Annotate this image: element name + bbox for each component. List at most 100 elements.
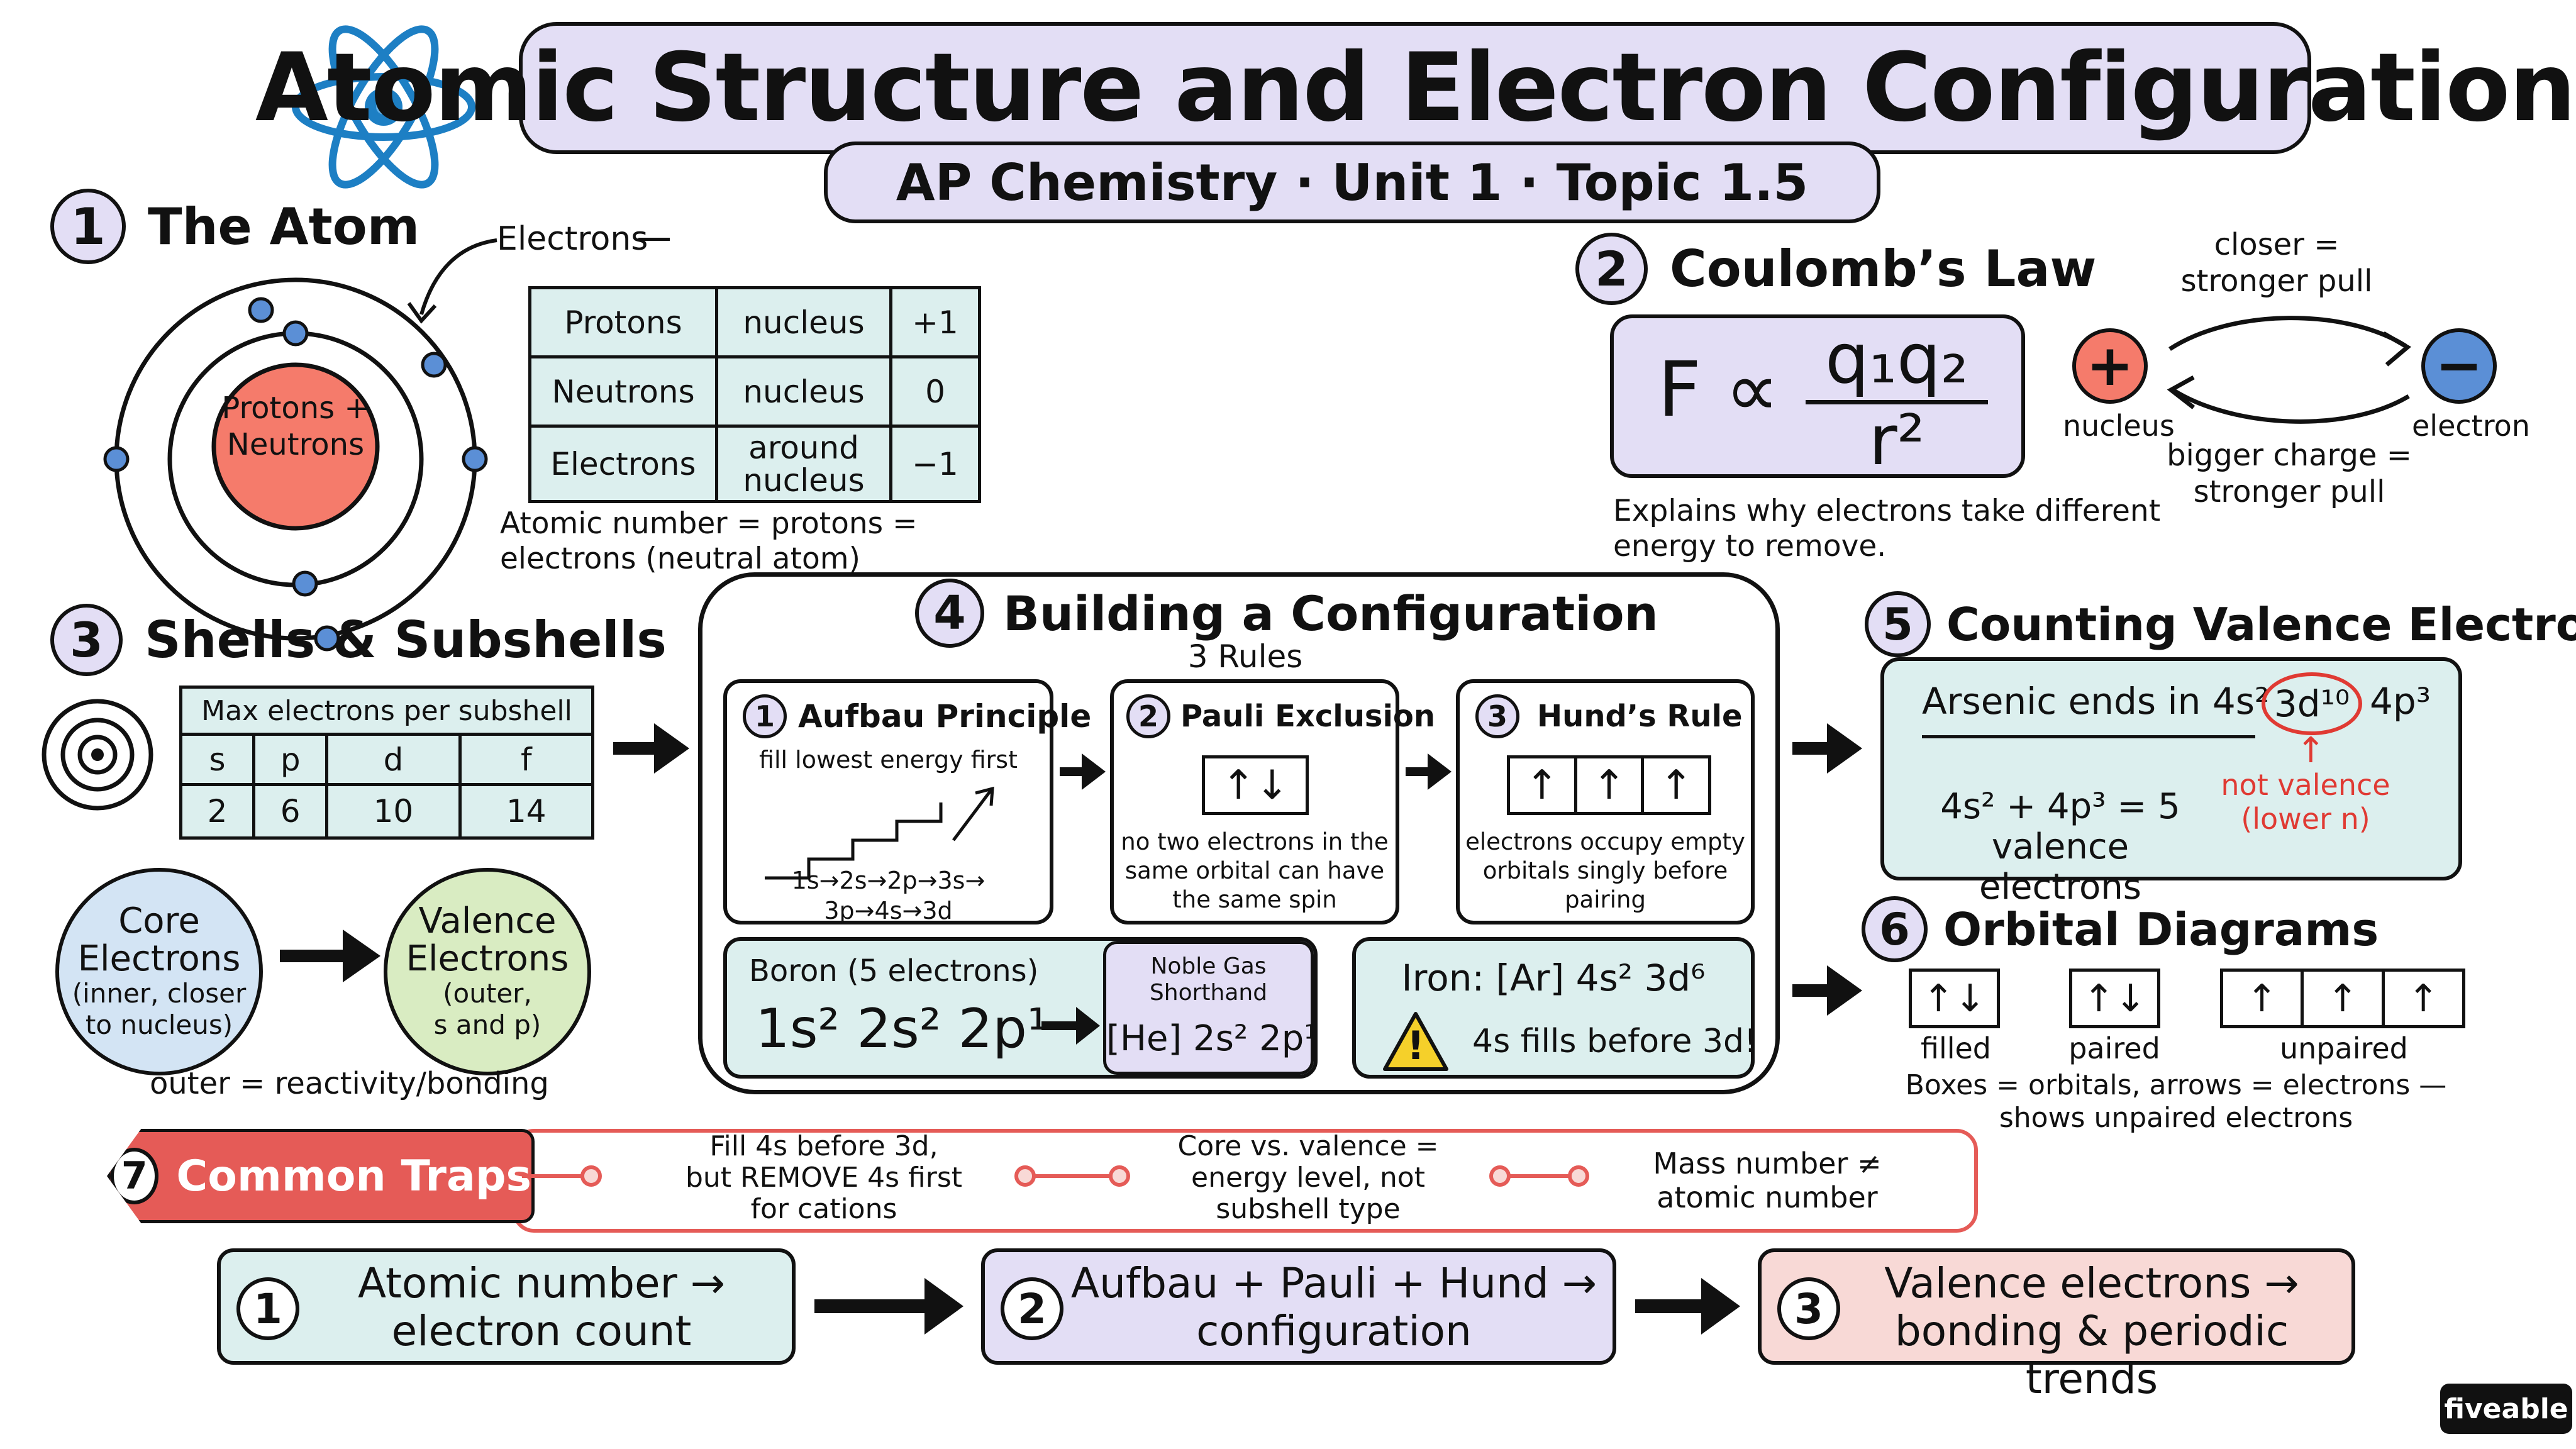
closer-label: closer = — [2214, 227, 2340, 262]
up-arrow: ↑ — [1525, 762, 1559, 809]
brand-logo: fiveable — [2440, 1384, 2572, 1434]
iron-config: Iron: [Ar] 4s² 3d⁶ — [1401, 957, 1706, 999]
subshell-table: Max electrons per subshell s p d f 2 6 1… — [179, 686, 595, 840]
rule-desc: electrons occupy empty — [1465, 828, 1745, 855]
subshell-max: 2 — [179, 783, 256, 840]
callout-arrow — [407, 238, 497, 324]
step-number: 2 — [1001, 1277, 1063, 1340]
rule-title: Hund’s Rule — [1537, 699, 1743, 734]
coulomb-note: Explains why electrons take different — [1613, 494, 2161, 528]
nucleus-label: Neutrons — [226, 427, 365, 462]
warning-mark: ! — [1406, 1023, 1425, 1069]
page-subtitle: AP Chemistry · Unit 1 · Topic 1.5 — [896, 153, 1809, 212]
boron-config: 1s² 2s² 2p¹ — [755, 997, 1049, 1060]
electron-pair-arrows: ↑↓ — [2083, 976, 2146, 1021]
trap-text: for cations — [750, 1193, 897, 1225]
red-up-arrow: ↑ — [2296, 730, 2326, 771]
noble-gas-label: Noble Gas — [1150, 953, 1267, 979]
up-arrow: ↑ — [1659, 762, 1693, 809]
flow-arrow — [814, 1299, 928, 1313]
subshell-max: 6 — [252, 783, 329, 840]
summary-step: 3 Valence electrons → bonding & periodic… — [1758, 1248, 2355, 1403]
section-atom: 1 The Atom Protons + Neutrons Electrons … — [50, 189, 1031, 652]
orbital-note: Boxes = orbitals, arrows = electrons — — [1905, 1069, 2447, 1101]
core-electrons-circle: Core Electrons (inner, closer to nucleus… — [55, 868, 263, 1075]
orbital-box: ↑↓ — [1202, 755, 1309, 815]
filled-label: filled — [1920, 1031, 1992, 1065]
electron-charge-icon: − — [2421, 328, 2497, 404]
rule-pauli: 2 Pauli Exclusion ↑↓ no two electrons in… — [1110, 679, 1435, 924]
section-number: 7 — [110, 1148, 159, 1204]
unpaired-label: unpaired — [2280, 1031, 2408, 1065]
flow-arrow — [1792, 742, 1830, 755]
trap-text: but REMOVE 4s first — [685, 1162, 963, 1194]
orbital-box: ↑ — [1577, 758, 1645, 812]
step-text: Aufbau + Pauli + Hund → — [1070, 1259, 1597, 1307]
section-title: Coulomb’s Law — [1670, 240, 2097, 298]
electron-pair-arrows: ↑↓ — [1221, 762, 1289, 809]
iron-example: Iron: [Ar] 4s² 3d⁶ ! 4s fills before 3d! — [1352, 937, 1757, 1079]
brand-name: fiveable — [2444, 1392, 2568, 1425]
particle-location: nucleus — [715, 355, 892, 428]
atomic-number-note: Atomic number = protons = — [500, 506, 918, 541]
rule-title: Pauli Exclusion — [1180, 699, 1436, 734]
particle-location: around nucleus — [715, 425, 892, 503]
trap-text: Fill 4s before 3d, — [709, 1130, 938, 1162]
rule-desc: the same spin — [1172, 886, 1337, 913]
rule-hund: 3 Hund’s Rule ↑ ↑ ↑ electrons occupy emp… — [1456, 679, 1755, 924]
bigger-charge-label: stronger pull — [2193, 474, 2385, 509]
rule-desc: same orbital can have — [1124, 857, 1385, 884]
orbital-box: ↑ — [2304, 972, 2385, 1025]
atom-logo-icon — [292, 25, 475, 189]
summary-step: 1 Atomic number → electron count — [217, 1248, 796, 1365]
rule-aufbau: 1 Aufbau Principle fill lowest energy fi… — [723, 679, 1091, 924]
core-label: Core — [118, 901, 200, 941]
orbital-box: ↑ — [2223, 972, 2304, 1025]
filled-orbital-box: ↑↓ — [1909, 969, 2000, 1028]
orbital-note: shows unpaired electrons — [1999, 1102, 2353, 1134]
nucleus-charge-icon: + — [2072, 328, 2148, 404]
trap-text: energy level, not — [1191, 1162, 1425, 1194]
noble-gas-config: [He] 2s² 2p¹ — [1106, 1018, 1318, 1059]
paired-label: paired — [2068, 1031, 2160, 1065]
flow-arrow — [1406, 767, 1431, 776]
section-subtitle: 3 Rules — [1187, 638, 1303, 675]
up-arrow: ↑ — [1592, 762, 1626, 809]
section-number: 5 — [1865, 591, 1931, 657]
electrons-callout: Electrons — [497, 220, 648, 258]
subshell-max: 14 — [458, 783, 595, 840]
particle-location: nucleus — [715, 286, 892, 358]
rule-number: 2 — [1126, 694, 1170, 738]
rule-desc: fill lowest energy first — [759, 746, 1018, 774]
step-text: electron count — [391, 1307, 692, 1355]
subtitle-banner: AP Chemistry · Unit 1 · Topic 1.5 — [824, 142, 1880, 223]
step-number: 1 — [236, 1277, 299, 1340]
valence-desc: s and p) — [433, 1009, 541, 1040]
nucleus-label: nucleus — [2063, 409, 2175, 443]
rule-title: Aufbau Principle — [798, 698, 1092, 735]
rule-number: 1 — [743, 694, 787, 738]
core-label: Electrons — [77, 938, 241, 979]
subshell-name: p — [252, 733, 329, 786]
arsenic-line: Arsenic ends in 4s² — [1922, 680, 2270, 723]
unpaired-orbital-boxes: ↑ ↑ ↑ — [2220, 969, 2465, 1028]
particle-charge: 0 — [889, 355, 981, 428]
step-text: bonding & periodic trends — [1894, 1307, 2289, 1403]
formula-numerator: q₁q₂ — [1825, 318, 1968, 399]
flow-arrow — [1792, 984, 1830, 997]
section-title: Counting Valence Electrons — [1946, 597, 2576, 651]
step-text: Valence electrons → — [1884, 1259, 2299, 1307]
boron-example: Boron (5 electrons) 1s² 2s² 2p¹ Noble Ga… — [723, 937, 1318, 1079]
section-number: 3 — [50, 604, 123, 676]
valence-count-box: Arsenic ends in 4s² 3d¹⁰ 4p³ ↑ not valen… — [1880, 657, 2462, 908]
up-arrow: ↑ — [2407, 976, 2440, 1021]
valence-sum: 4s² + 4p³ = 5 — [1940, 786, 2180, 827]
configuration-section — [698, 572, 1780, 1094]
paired-orbital-box: ↑↓ — [2069, 969, 2160, 1028]
orbital-box: ↑ — [1644, 758, 1708, 812]
energy-stairs-icon — [765, 786, 994, 880]
noble-gas-shorthand: Noble Gas Shorthand [He] 2s² 2p¹ — [1103, 941, 1318, 1075]
shells-icon — [42, 699, 153, 811]
location-line: nucleus — [743, 462, 865, 499]
attraction-arrows — [2167, 316, 2412, 424]
